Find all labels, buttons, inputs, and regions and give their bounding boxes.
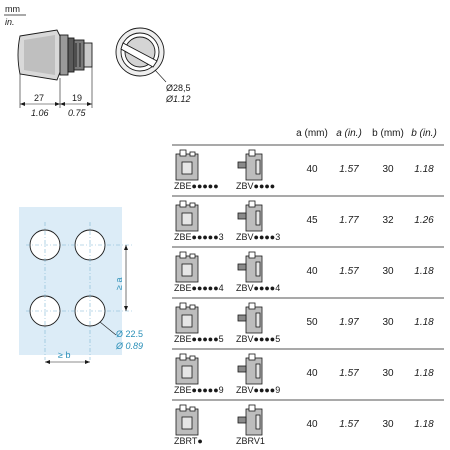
contact-block-icon [175,404,199,436]
cell-a-mm: 50 [306,317,318,328]
light-block-icon [237,302,263,334]
contact-block-icon [175,149,199,181]
col-header-b-in: b (in.) [411,128,437,139]
cell-b-in: 1.26 [414,215,434,226]
table-row: ZBRT● ZBRV1 40 1.57 30 1.18 [172,399,444,446]
side-dim-1-mm: 27 [34,93,44,103]
dimension-table: a (mm) a (in.) b (mm) b (in.) ZBE●●●●●ZB… [172,128,444,446]
cell-b-mm: 30 [382,317,394,328]
col-header-a-in: a (in.) [336,128,362,139]
cell-b-in: 1.18 [414,419,434,430]
side-dim-2-mm: 19 [72,93,82,103]
row-code-1: ZBE●●●●●9 [174,385,224,395]
contact-block-icon [175,353,199,385]
row-code-2: ZBV●●●●9 [236,385,280,395]
row-code-2: ZBRV1 [236,436,265,446]
light-block-icon [237,149,263,181]
contact-block-icon [175,302,199,334]
cell-b-in: 1.18 [414,317,434,328]
row-code-1: ZBE●●●●●5 [174,334,224,344]
light-block-icon [237,404,263,436]
unit-in-label: in. [5,17,15,27]
cell-b-mm: 30 [382,419,394,430]
unit-legend: mm in. [4,4,26,27]
cell-b-in: 1.18 [414,164,434,175]
row-code-2: ZBV●●●●3 [236,232,280,242]
row-code-1: ZBE●●●●● [174,181,219,191]
row-code-2: ZBV●●●●4 [236,283,280,293]
row-code-1: ZBRT● [174,436,203,446]
row-code-1: ZBE●●●●●3 [174,232,224,242]
front-dia-mm: Ø28,5 [166,83,191,93]
cell-a-in: 1.57 [339,164,359,175]
cell-a-mm: 40 [306,266,318,277]
cutout-a-label: ≥ a [114,278,124,290]
cutout-b-label: ≥ b [58,350,70,360]
cell-b-mm: 30 [382,164,394,175]
unit-mm-label: mm [5,4,20,14]
table-row: ZBE●●●●●4 ZBV●●●●4 40 1.57 30 1.18 [172,246,444,293]
light-block-icon [237,200,263,232]
side-dim-1-in: 1.06 [31,108,49,118]
light-block-icon [237,353,263,385]
cell-b-mm: 32 [382,215,394,226]
cell-b-in: 1.18 [414,266,434,277]
row-code-2: ZBV●●●●5 [236,334,280,344]
col-header-b-mm: b (mm) [372,128,404,139]
light-block-icon [237,251,263,283]
cell-a-in: 1.77 [339,215,359,226]
cell-a-in: 1.57 [339,419,359,430]
row-code-2: ZBV●●●● [236,181,275,191]
front-dia-in: Ø1.12 [165,94,191,104]
side-dim-2-in: 0.75 [68,108,87,118]
cell-a-mm: 40 [306,164,318,175]
cell-a-in: 1.97 [339,317,359,328]
cell-a-mm: 40 [306,419,318,430]
cell-b-mm: 30 [382,368,394,379]
cutout-dia-mm: Ø 22.5 [116,329,143,339]
contact-block-icon [175,251,199,283]
table-row: ZBE●●●●●3 ZBV●●●●3 45 1.77 32 1.26 [172,195,444,242]
cutout-drawing [19,207,132,364]
table-row: ZBE●●●●●9 ZBV●●●●9 40 1.57 30 1.18 [172,348,444,395]
cell-a-in: 1.57 [339,266,359,277]
cell-a-mm: 40 [306,368,318,379]
contact-block-icon [175,200,199,232]
table-row: ZBE●●●●● ZBV●●●● 40 1.57 30 1.18 [172,144,444,191]
cell-b-mm: 30 [382,266,394,277]
cell-a-mm: 45 [306,215,318,226]
cell-b-in: 1.18 [414,368,434,379]
col-header-a-mm: a (mm) [296,128,328,139]
table-row: ZBE●●●●●5 ZBV●●●●5 50 1.97 30 1.18 [172,297,444,344]
side-view-drawing [17,29,93,108]
row-code-1: ZBE●●●●●4 [174,283,224,293]
cutout-dia-in: Ø 0.89 [115,341,143,351]
cell-a-in: 1.57 [339,368,359,379]
front-view-drawing [115,27,167,83]
